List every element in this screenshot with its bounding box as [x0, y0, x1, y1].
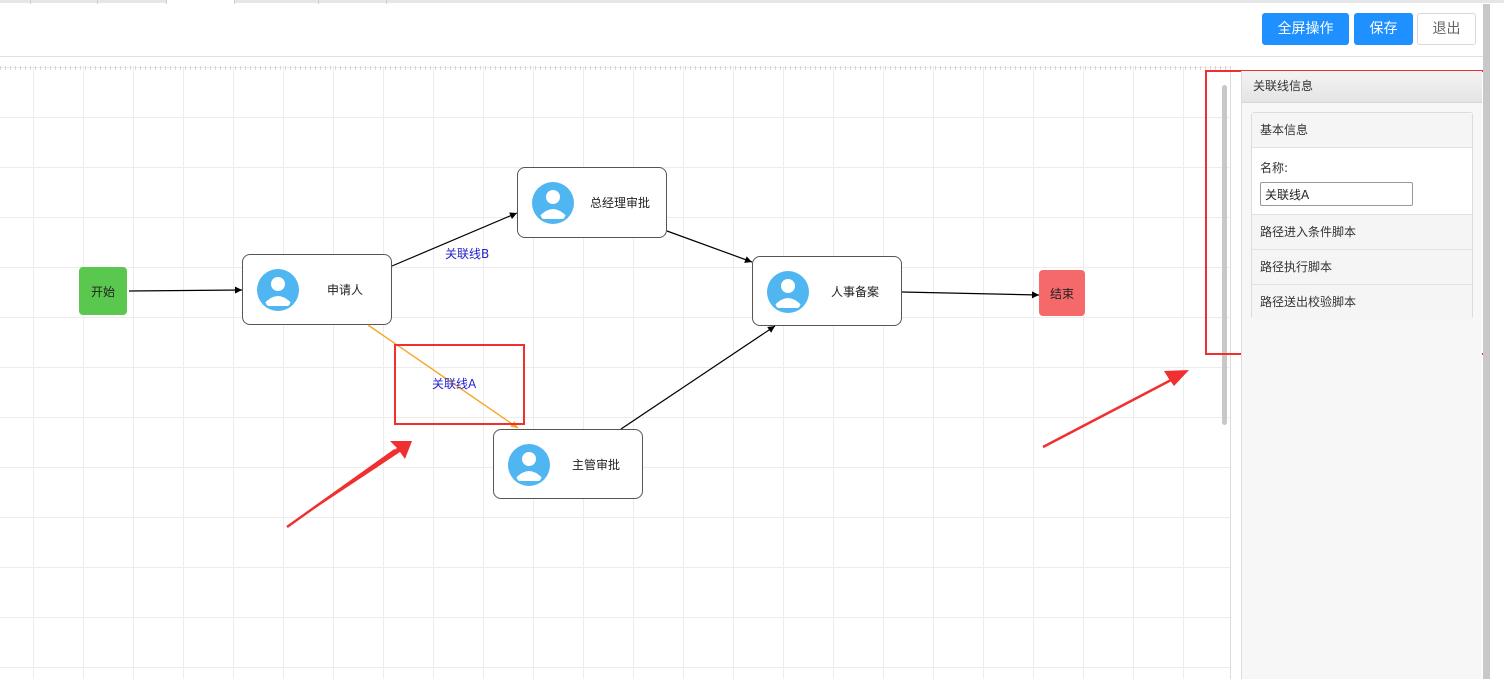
user-avatar-icon [532, 182, 574, 224]
user-avatar-icon [508, 444, 550, 486]
toolbar: 全屏操作 保存 退出 [0, 4, 1504, 57]
tab-separator [166, 0, 167, 4]
panel-title: 关联线信息 [1242, 71, 1482, 103]
link-name-input[interactable] [1260, 182, 1413, 206]
basic-info-card: 基本信息 名称: 路径进入条件脚本 路径执行脚本 路径送出校验脚本 [1251, 112, 1473, 319]
node-hr-filing[interactable]: 人事备案 [752, 256, 902, 326]
page-scrollbar-track [1490, 4, 1504, 679]
exit-button[interactable]: 退出 [1417, 13, 1476, 45]
tab-strip-line [234, 0, 1504, 3]
tab-separator [30, 0, 31, 4]
node-supervisor-approval[interactable]: 主管审批 [493, 429, 643, 499]
start-node[interactable]: 开始 [79, 267, 127, 315]
section-entry-condition-script[interactable]: 路径进入条件脚本 [1252, 214, 1472, 249]
node-label: 人事备案 [830, 284, 879, 299]
tab-separator [234, 0, 235, 4]
canvas-ruler [0, 66, 1230, 70]
user-avatar-icon [257, 269, 299, 311]
node-label: 总经理审批 [589, 196, 650, 210]
tab-separator [386, 0, 387, 4]
name-label: 名称: [1260, 161, 1289, 175]
canvas-scrollbar[interactable] [1222, 85, 1227, 425]
link-info-panel: 关联线信息 基本信息 名称: 路径进入条件脚本 路径执行脚本 路径送出校验脚本 [1241, 71, 1482, 679]
node-applicant[interactable]: 申请人 [242, 254, 392, 325]
user-avatar-icon [767, 271, 809, 313]
node-label: 申请人 [326, 283, 363, 297]
node-label: 主管审批 [571, 457, 620, 472]
section-exit-validation-script[interactable]: 路径送出校验脚本 [1252, 284, 1472, 319]
node-gm-approval[interactable]: 总经理审批 [517, 167, 667, 238]
basic-info-title[interactable]: 基本信息 [1252, 113, 1472, 148]
tab-separator [97, 0, 98, 4]
tab-strip [0, 0, 1504, 4]
section-execution-script[interactable]: 路径执行脚本 [1252, 249, 1472, 284]
end-node[interactable]: 结束 [1039, 270, 1085, 316]
save-button[interactable]: 保存 [1354, 13, 1413, 45]
page-scrollbar[interactable] [1483, 4, 1490, 679]
flow-canvas[interactable] [0, 66, 1231, 679]
fullscreen-button[interactable]: 全屏操作 [1262, 13, 1349, 45]
tab-separator [318, 0, 319, 4]
tab-strip-line [0, 0, 166, 3]
